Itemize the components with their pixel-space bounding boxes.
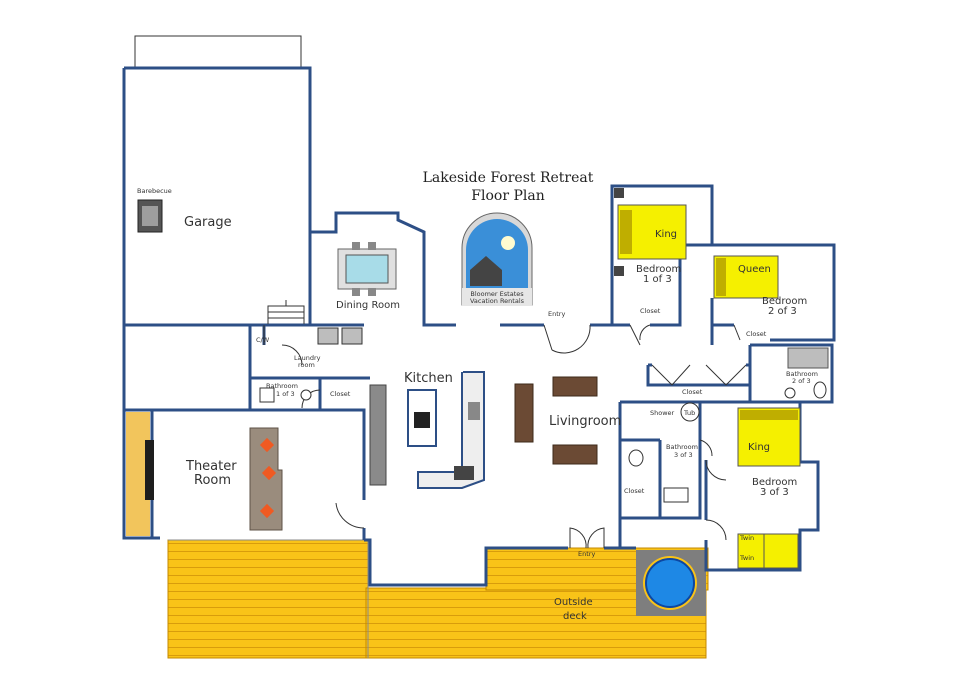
label-bed-1-line-2: 1 of 3 [643,274,672,285]
label-livingroom: Livingroom [549,414,621,429]
label-tub: Tub [683,409,695,417]
label-bed-3-twin-2: Twin [739,554,754,562]
walls [122,66,836,587]
label-bath-2-line-2: 2 of 3 [792,377,811,385]
label-bed-2-closet: Closet [746,330,767,338]
label-entry-bottom: Entry [578,550,595,558]
label-deck-line-2: deck [563,611,587,622]
label-laundry-line-2: room [298,361,315,369]
dining-table [337,242,397,296]
label-bath-2-line-1: Bathroom [786,370,818,378]
living-room-furniture [514,376,598,465]
label-cw: C/W [256,336,270,344]
washer-dryer [317,327,363,345]
label-bed-1-line-1: Bedroom [636,264,681,275]
label-entry-top: Entry [548,310,565,318]
label-bed-1-bed: King [655,229,677,240]
label-bed-2-line-2: 2 of 3 [768,306,797,317]
label-shower: Shower [650,409,675,417]
label-theater-line-1: Theater [185,459,237,474]
plan-title-line-2: Floor Plan [471,188,544,204]
garage-door [134,35,302,69]
company-logo: Bloomer Estates Vacation Rentals [461,212,533,306]
hot-tub [636,550,706,616]
label-closet-bath-3: Closet [624,487,645,495]
label-theater-line-2: Room [194,473,231,488]
label-deck-line-1: Outside [554,597,593,608]
doors [263,324,747,549]
label-bath-3-line-2: 3 of 3 [674,451,693,459]
label-barbecue: Barebecue [137,187,172,195]
plan-title-line-1: Lakeside Forest Retreat [423,170,594,186]
label-bath-1-line-2: 1 of 3 [276,390,295,398]
label-closet-laundry: Closet [330,390,351,398]
outside-deck [167,539,709,659]
label-bed-3-line-1: Bedroom [752,477,797,488]
logo-line-2: Vacation Rentals [470,297,525,305]
label-kitchen: Kitchen [404,371,453,386]
label-hall-closet: Closet [682,388,703,396]
bathroom-fixtures [259,347,829,503]
label-bed-1-closet: Closet [640,307,661,315]
kitchen-fixtures [369,371,485,489]
logo-line-1: Bloomer Estates [470,290,524,298]
stairs [267,300,305,324]
label-bath-1-line-1: Bathroom [266,382,298,390]
label-dining-room: Dining Room [336,300,400,311]
label-garage: Garage [184,215,232,230]
label-bed-2-line-1: Bedroom [762,296,807,307]
theater-furniture [126,412,283,536]
label-bed-3-bed: King [748,442,770,453]
label-bed-3-line-2: 3 of 3 [760,487,789,498]
label-bath-3-line-1: Bathroom [666,443,698,451]
label-bed-3-twin-1: Twin [739,534,754,542]
bedroom-beds [614,188,801,569]
barbecue-grill [137,199,163,233]
label-bed-2-bed: Queen [738,264,771,275]
label-laundry-line-1: Laundry [294,354,321,362]
